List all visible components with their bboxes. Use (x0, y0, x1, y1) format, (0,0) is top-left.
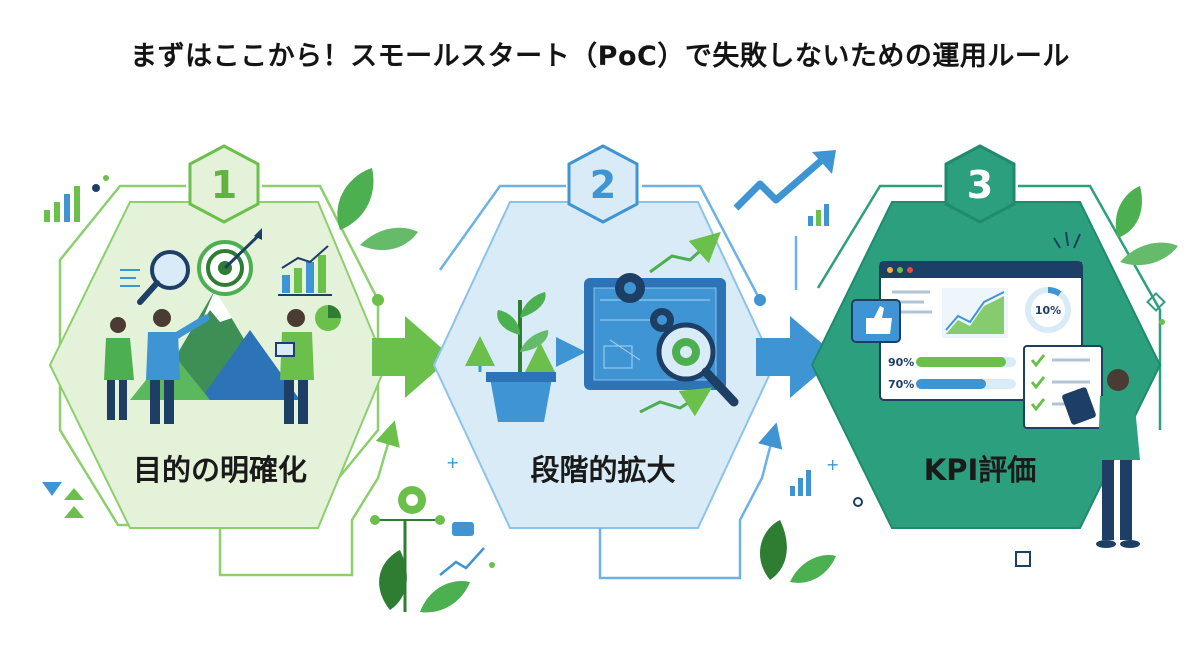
rising-trend-arrow (733, 150, 836, 211)
svg-text:+: + (826, 455, 839, 474)
kpi-bar-2-fill (916, 379, 986, 389)
kpi-bar-1-fill (916, 357, 1006, 367)
decorative-bars-left (44, 175, 109, 222)
step-1-badge (188, 144, 260, 224)
step-2-badge (567, 144, 639, 224)
analyst-person-illustration (1062, 369, 1140, 548)
list-icon (120, 269, 140, 287)
arrow-2-to-3 (756, 316, 838, 398)
growth-arrows-icon (465, 336, 586, 372)
plant-pot-icon (486, 292, 556, 422)
step-3-label: KPI評価 (924, 453, 1037, 487)
leaf-decoration-bottom-right: + (759, 455, 863, 583)
arrow-1-to-2 (372, 316, 452, 398)
leaf-decoration-top-left (337, 168, 418, 251)
blueprint-icon (584, 273, 739, 407)
step-3-badge (944, 144, 1016, 224)
leaf-decoration-right (1015, 186, 1178, 567)
magnifier-icon (137, 250, 190, 305)
svg-text:+: + (446, 453, 459, 472)
step-2-label: 段階的拡大 (530, 453, 675, 487)
kpi-bar-1-label: 90% (888, 356, 914, 369)
kpi-donut-progress (1025, 287, 1071, 333)
step-2-number: 2 (590, 163, 616, 207)
step-2-outline (438, 184, 566, 271)
step-2-loop-connector (598, 422, 783, 580)
step-1: 1 (48, 144, 388, 529)
small-bars-icon-top (808, 204, 829, 226)
plant-decoration-bottom-center: + (370, 453, 495, 613)
target-icon (197, 228, 262, 296)
step-3-number: 3 (967, 163, 993, 207)
thumbs-up-icon (851, 299, 901, 343)
shape-decorations-left (42, 482, 84, 518)
step-1-loop-connector (218, 420, 400, 577)
step-1-number: 1 (211, 163, 237, 207)
step-2: 2 (432, 144, 776, 529)
kpi-donut-value: 10% (1035, 304, 1061, 317)
step-3: 3 10% 90% (810, 144, 1162, 548)
team-people-illustration (104, 309, 314, 424)
pie-chart-icon (315, 305, 341, 331)
step-1-label: 目的の明確化 (133, 453, 307, 487)
trend-arrows-icon (639, 231, 721, 417)
bar-chart-icon (278, 245, 332, 296)
page-title: まずはここから！スモールスタート（PoC）で失敗しないための運用ルール (130, 41, 1070, 72)
kpi-bar-2-label: 70% (888, 378, 914, 391)
step-3-outline (816, 184, 942, 289)
